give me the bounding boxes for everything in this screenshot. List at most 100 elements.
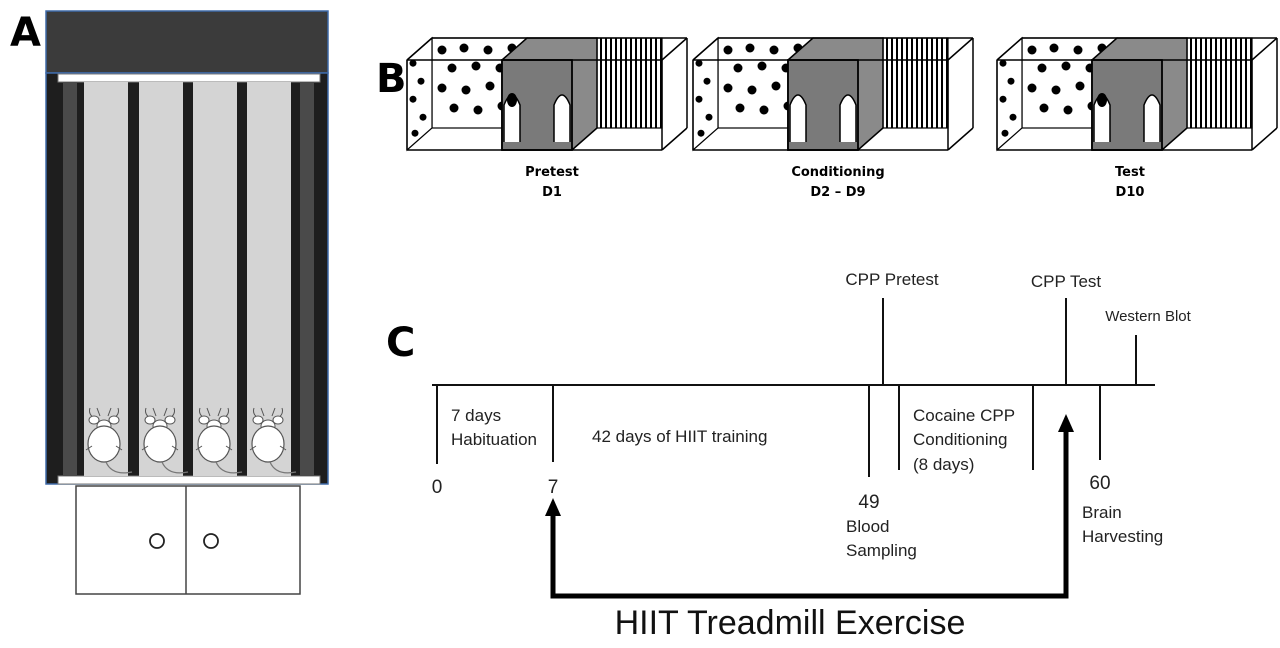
wall-dot	[411, 129, 419, 137]
wall-dot	[1061, 61, 1071, 71]
event-cpp-pretest: CPP Pretest	[845, 270, 939, 289]
event-blood-line2: Sampling	[846, 541, 917, 560]
treadmill-lane-3	[193, 82, 237, 476]
dotted-side-wall	[996, 36, 1023, 152]
box-edge	[692, 37, 719, 61]
doorway-right	[553, 94, 571, 142]
wall-dot	[437, 45, 447, 55]
box-edge	[947, 37, 974, 61]
cpp-box	[996, 36, 1278, 152]
treadmill-lane-2	[139, 82, 183, 476]
period-hiit-training: 42 days of HIIT training	[592, 427, 767, 446]
box-edge	[947, 127, 974, 151]
wall-dot	[483, 45, 493, 55]
cpp-apparatus-row	[406, 36, 1278, 152]
treadmill-bottom-rail	[57, 475, 321, 485]
tick-label-0: 0	[432, 477, 443, 498]
wall-dot	[759, 105, 769, 115]
period-habituation-label: Habituation	[451, 430, 537, 449]
stage-day-pretest: D1	[542, 185, 562, 200]
period-conditioning-line2: Conditioning	[913, 430, 1008, 449]
box-edge	[996, 37, 1023, 61]
wall-dot	[1075, 81, 1085, 91]
box-edge	[1251, 127, 1278, 151]
wall-dot	[1001, 129, 1009, 137]
wall-dot	[757, 61, 767, 71]
mouse-in-doorway	[507, 93, 517, 107]
panel-a-letter: A	[10, 10, 41, 56]
wall-dot	[447, 63, 457, 73]
wall-dot	[1063, 105, 1073, 115]
mouse-in-doorway	[1097, 93, 1107, 107]
event-cpp-test: CPP Test	[1031, 272, 1102, 291]
dotted-side-wall	[692, 36, 719, 152]
cpp-box	[406, 36, 688, 152]
stage-labels: Pretest D1 Conditioning D2 – D9 Test D10	[525, 165, 1145, 200]
treadmill-side-right	[300, 82, 314, 476]
wall-dot	[471, 61, 481, 71]
treadmill-illustration	[45, 10, 329, 595]
stage-name-conditioning: Conditioning	[791, 165, 884, 180]
wall-dot	[409, 59, 417, 67]
treadmill-cabinet	[75, 485, 301, 595]
wall-dot	[999, 59, 1007, 67]
treadmill-top-rail	[57, 73, 321, 83]
wall-dot	[409, 95, 417, 103]
wall-dot	[695, 59, 703, 67]
wall-dot	[769, 45, 779, 55]
arrowhead-day-7	[545, 498, 561, 516]
tick-label-60: 60	[1089, 473, 1110, 494]
cpp-box	[692, 36, 974, 152]
cabinet-knob-right	[203, 533, 219, 549]
wall-dot	[1049, 43, 1059, 53]
period-habituation-days: 7 days	[451, 406, 501, 425]
wall-dot	[1051, 85, 1061, 95]
wall-dot	[733, 63, 743, 73]
event-western-blot: Western Blot	[1105, 308, 1191, 325]
wall-dot	[449, 103, 459, 113]
stage-name-pretest: Pretest	[525, 165, 579, 180]
cabinet-knob-left	[149, 533, 165, 549]
tick-label-49: 49	[858, 492, 879, 513]
box-edge	[661, 37, 688, 61]
wall-dot	[1027, 45, 1037, 55]
treadmill-lane-4	[247, 82, 291, 476]
event-brain-line1: Brain	[1082, 503, 1122, 522]
period-conditioning-line3: (8 days)	[913, 455, 974, 474]
wall-dot	[1009, 113, 1017, 121]
wall-dot	[417, 77, 425, 85]
wall-dot	[461, 85, 471, 95]
wall-dot	[723, 45, 733, 55]
wall-dot	[473, 105, 483, 115]
box-edge	[406, 37, 433, 61]
exercise-bracket	[550, 430, 1069, 599]
timeline: CPP Pretest CPP Test Western Blot 7 days…	[432, 270, 1192, 642]
panel-b-letter: B	[376, 56, 407, 102]
wall-dot	[485, 81, 495, 91]
wall-dot	[735, 103, 745, 113]
wall-dot	[459, 43, 469, 53]
wall-dot	[1073, 45, 1083, 55]
treadmill-top-housing	[45, 10, 329, 74]
stage-day-conditioning: D2 – D9	[810, 185, 865, 200]
doorway-right	[839, 94, 857, 142]
wall-dot	[723, 83, 733, 93]
dotted-side-wall	[406, 36, 433, 152]
doorway-right	[1143, 94, 1161, 142]
period-conditioning-line1: Cocaine CPP	[913, 406, 1015, 425]
wall-dot	[999, 95, 1007, 103]
tick-label-7: 7	[548, 477, 559, 498]
wall-dot	[771, 81, 781, 91]
wall-dot	[437, 83, 447, 93]
wall-dot	[703, 77, 711, 85]
wall-dot	[1027, 83, 1037, 93]
wall-dot	[1039, 103, 1049, 113]
wall-dot	[419, 113, 427, 121]
exercise-label: HIIT Treadmill Exercise	[615, 604, 966, 642]
wall-dot	[1037, 63, 1047, 73]
treadmill-lane-1	[84, 82, 128, 476]
wall-dot	[745, 43, 755, 53]
wall-dot	[1007, 77, 1015, 85]
event-blood-line1: Blood	[846, 517, 889, 536]
